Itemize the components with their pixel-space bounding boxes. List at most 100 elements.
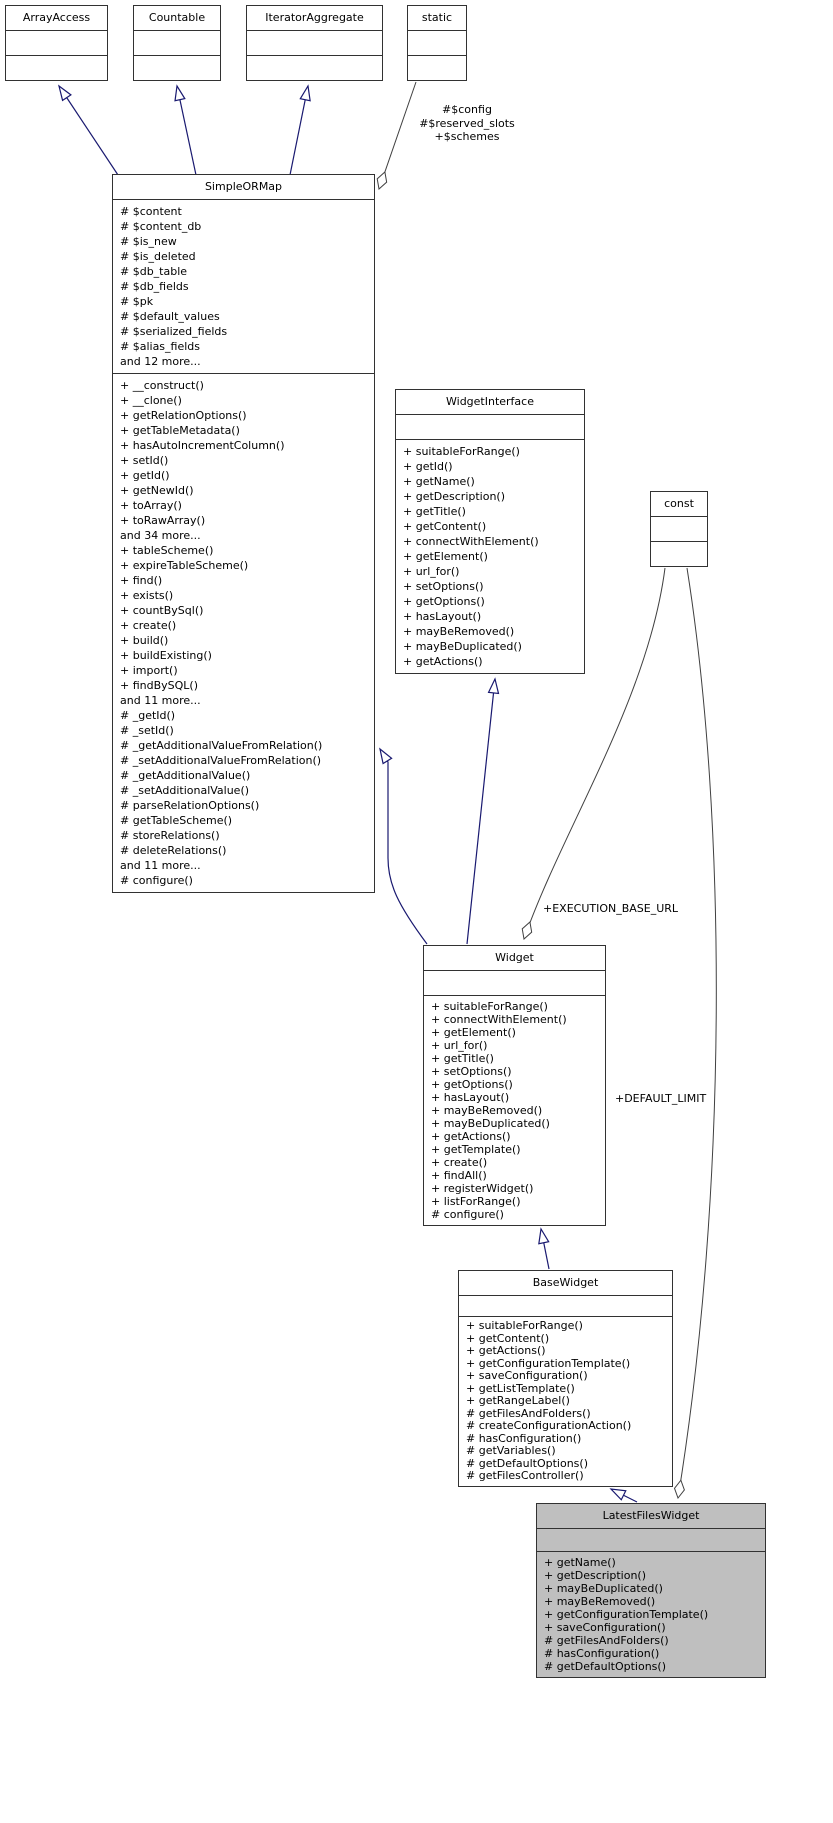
attributes-compartment-empty [459,1295,672,1316]
class-box-latestfileswidget[interactable]: LatestFilesWidget + getName()+ getDescri… [536,1503,766,1678]
member-line: # getDefaultOptions() [466,1456,588,1470]
member-line: + getNewId() [120,484,194,497]
member-line: # $content_db [120,220,202,233]
member-line: + getContent() [466,1331,550,1345]
edge-label-static-members: #$config#$reserved_slots+$schemes [403,103,531,144]
member-line: + getTemplate() [431,1143,521,1156]
member-line: + suitableForRange() [403,445,520,458]
methods-compartment: + getName()+ getDescription()+ mayBeDupl… [537,1551,765,1677]
member-line: # deleteRelations() [120,844,227,857]
member-line: + getOptions() [403,595,485,608]
member-line: + __clone() [120,394,182,407]
class-box-countable[interactable]: Countable [133,5,221,81]
member-line: + create() [120,619,177,632]
methods-compartment: + suitableForRange() + getId() + getName()… [396,439,584,673]
member-line: + tableScheme() [120,544,214,557]
member-line: + connectWithElement() [431,1013,567,1026]
attributes-compartment-empty [396,414,584,439]
member-line: + saveConfiguration() [466,1369,588,1382]
member-line: + expireTableScheme() [120,559,249,572]
member-line: + __construct() [120,379,204,392]
edge-label-line: +$schemes [434,130,500,143]
member-line: + setOptions() [403,580,484,593]
member-line: # getTableScheme() [120,814,233,827]
member-line: + mayBeDuplicated() [544,1582,663,1595]
inheritance-edge-simpleormap-to-iteratoraggregate [289,84,311,176]
member-line: + exists() [120,589,174,602]
class-box-iteratoraggregate[interactable]: IteratorAggregate [246,5,383,81]
member-line: + import() [120,664,178,677]
class-title: ArrayAccess [22,11,91,24]
member-line: + getConfigurationTemplate() [544,1608,709,1621]
methods-compartment: + __construct() + __clone() + getRelationO… [113,373,374,892]
inheritance-edge-basewidget-to-widget [538,1227,550,1270]
member-line: + getContent() [403,520,487,533]
usage-edge-static-to-simpleormap [376,81,417,190]
class-box-static[interactable]: static [407,5,467,81]
member-line: + getListTemplate() [466,1381,575,1395]
attributes-compartment-empty [424,970,605,995]
member-line: # _setAdditionalValue() [120,784,250,797]
member-line: + getName() [544,1556,616,1569]
member-line: + getTableMetadata() [120,424,240,437]
edge-label-execution-base-url: +EXECUTION_BASE_URL [543,902,679,915]
member-line: + getName() [403,475,475,488]
edge-label-line: #$config [442,103,492,116]
member-line: # $db_fields [120,280,189,293]
member-line: + getElement() [431,1026,516,1039]
member-line: # _setAdditionalValueFromRelation() [120,754,322,767]
member-line: # getDefaultOptions() [544,1660,666,1673]
inheritance-edge-simpleormap-to-countable [174,84,197,176]
member-line: + suitableForRange() [431,1000,548,1013]
member-line: + setOptions() [431,1065,512,1078]
member-line: + toRawArray() [120,514,206,527]
methods-compartment-empty [134,55,220,80]
member-line: + getId() [120,469,170,482]
member-line: + hasLayout() [431,1091,510,1104]
member-line: + url_for() [403,565,460,578]
edge-label-default-limit: +DEFAULT_LIMIT [615,1092,707,1105]
member-line: and 34 more... [120,529,201,542]
class-title: const [664,497,694,510]
methods-compartment-empty [247,55,382,80]
class-box-arrayaccess[interactable]: ArrayAccess [5,5,108,81]
methods-compartment-empty [6,55,107,80]
attributes-compartment: # $content# $content_db# $is_new# $is_de… [113,199,374,373]
class-box-simpleormap[interactable]: SimpleORMap # $content# $content_db# $is… [112,174,375,893]
member-line: + create() [431,1156,488,1169]
inheritance-edge-simpleormap-to-arrayaccess [58,84,119,176]
member-line: + getTitle() [403,505,466,518]
class-box-widget[interactable]: Widget + suitableForRange()+ connectWith… [423,945,606,1226]
member-line: + getRelationOptions() [120,409,247,422]
member-line: + hasLayout() [403,610,482,623]
member-line: + getId() [403,460,453,473]
member-line: + connectWithElement() [403,535,539,548]
member-line: + toArray() [120,499,182,512]
member-line: + mayBeDuplicated() [403,640,522,653]
methods-compartment-empty [651,541,707,566]
class-title: WidgetInterface [446,395,534,408]
class-box-basewidget[interactable]: BaseWidget + suitableForRange()+ getCont… [458,1270,673,1487]
member-line: # $is_new [120,235,177,248]
member-line: # configure() [431,1208,504,1221]
member-line: + buildExisting() [120,649,212,662]
member-line: and 12 more... [120,355,201,368]
member-line: # storeRelations() [120,829,220,842]
member-line: + mayBeDuplicated() [431,1117,550,1130]
member-line: + suitableForRange() [466,1319,583,1332]
member-line: # $db_table [120,265,188,278]
member-line: + build() [120,634,169,647]
member-line: + mayBeRemoved() [544,1595,656,1608]
usage-edge-const-to-latestfileswidget [673,567,717,1500]
member-line: + setId() [120,454,169,467]
member-line: # $default_values [120,310,220,323]
member-line: + getTitle() [431,1052,494,1065]
member-line: # getFilesAndFolders() [544,1634,669,1647]
class-box-const[interactable]: const [650,491,708,567]
member-line: + saveConfiguration() [544,1621,666,1634]
member-line: + mayBeRemoved() [403,625,515,638]
attributes-compartment-empty [247,30,382,55]
class-title: LatestFilesWidget [602,1509,700,1522]
class-box-widgetinterface[interactable]: WidgetInterface + suitableForRange() + ge… [395,389,585,674]
